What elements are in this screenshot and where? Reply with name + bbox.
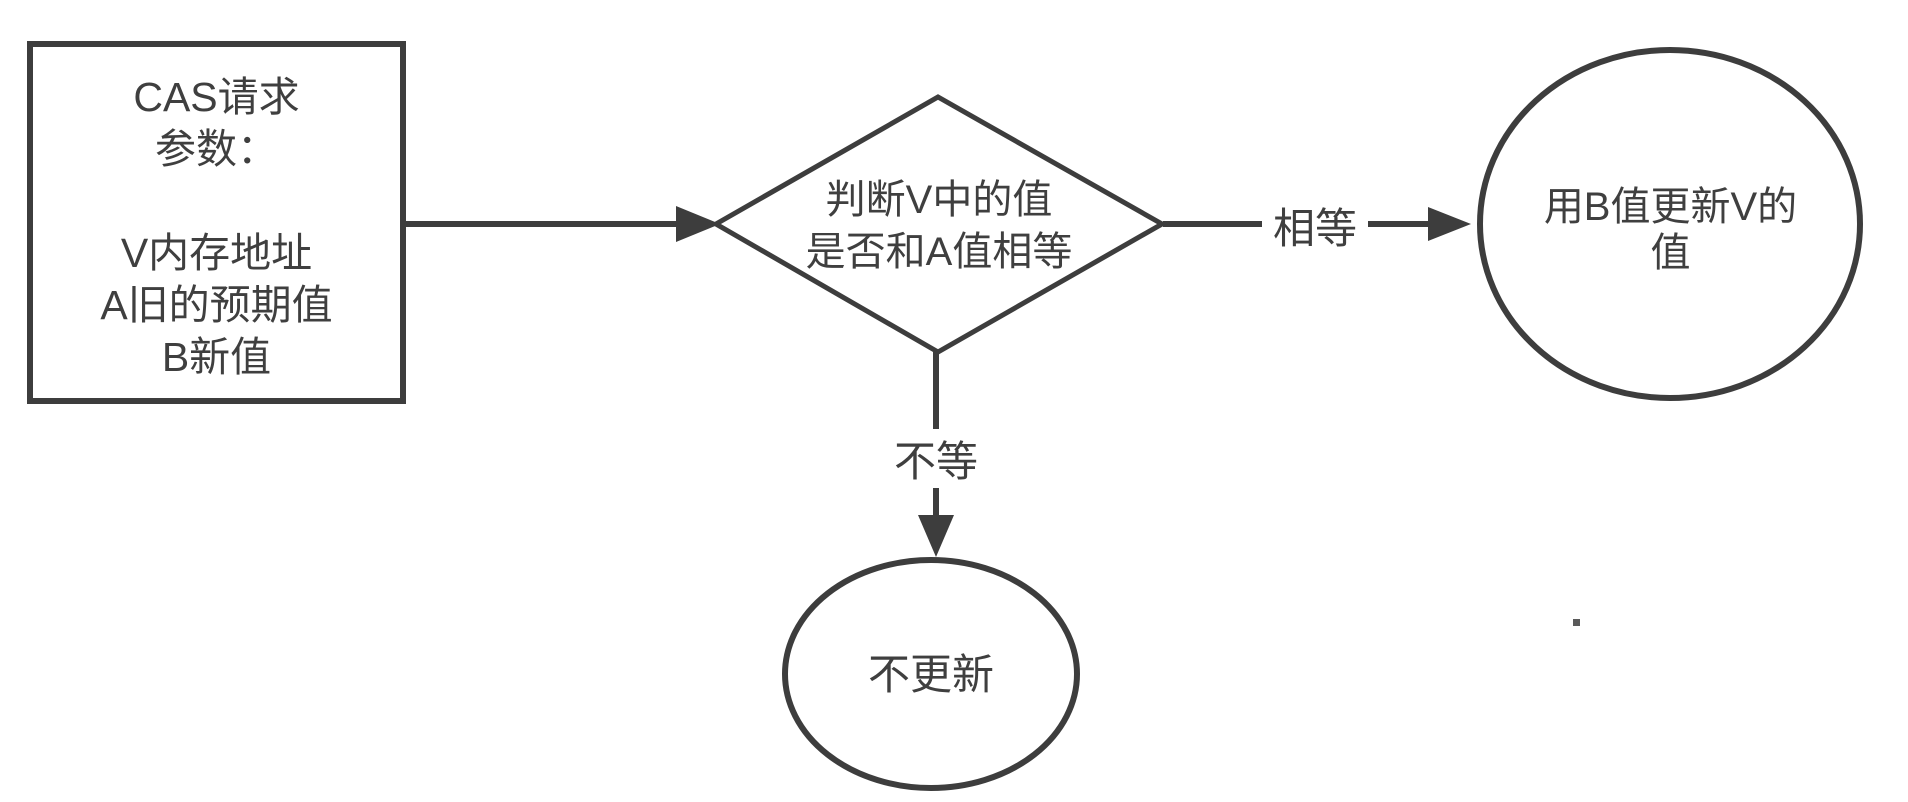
- arrow-not-equal-head: [918, 515, 954, 557]
- no-update-ellipse-shape: [782, 557, 1080, 791]
- edge-label-equal: 相等: [1272, 205, 1357, 252]
- arrow-request-to-decision-head: [676, 206, 720, 242]
- decision-diamond-shape: [710, 94, 1168, 355]
- edge-label-not-equal: 不等: [893, 438, 978, 485]
- cas-request-box-shape: [27, 41, 406, 404]
- arrow-equal-head: [1428, 207, 1471, 241]
- stray-dot-artifact: [1573, 619, 1580, 626]
- update-v-circle-shape: [1477, 47, 1863, 401]
